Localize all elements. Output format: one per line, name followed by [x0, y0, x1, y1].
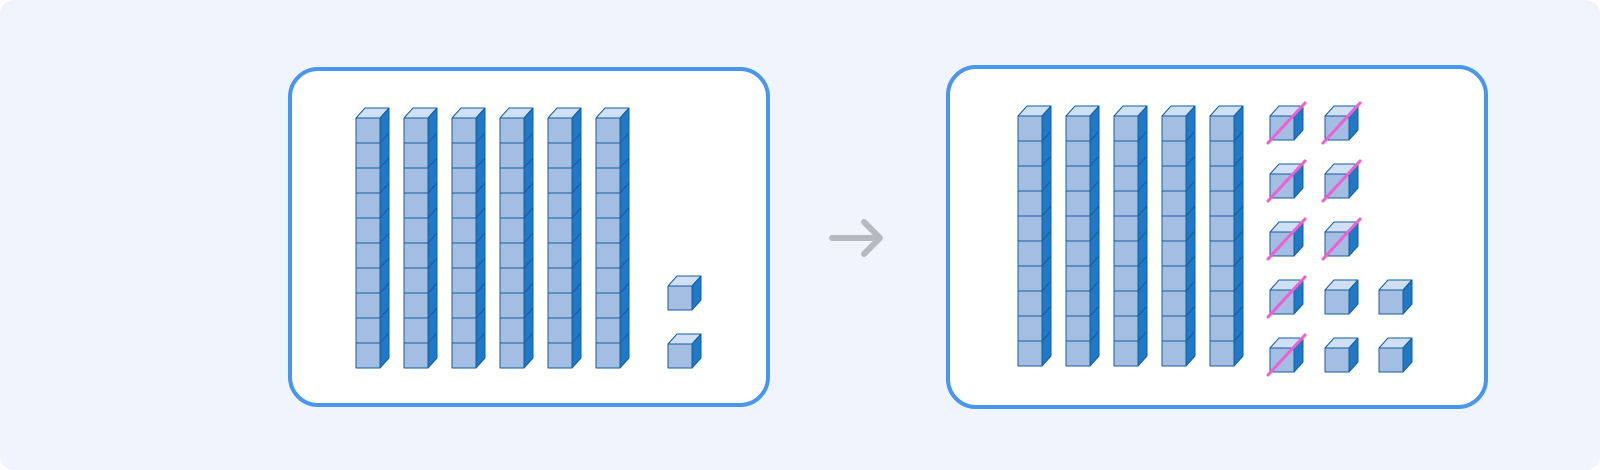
ten-block-icon: [1065, 105, 1100, 367]
ten-block-icon: [595, 107, 630, 369]
ten-block-icon: [499, 107, 534, 369]
unit-cube-icon: [1324, 337, 1359, 373]
ten-block-icon: [1017, 105, 1052, 367]
strike-line-icon: [1266, 101, 1307, 145]
before-blocks: [355, 107, 702, 369]
strike-line-icon: [1266, 159, 1307, 203]
unit-cube-icon: [1378, 279, 1413, 315]
unit-cube-icon: [1321, 217, 1362, 261]
unit-cube-icon: [667, 333, 702, 369]
unit-cube-icon: [1266, 333, 1307, 377]
arrow-right-icon: [829, 219, 883, 257]
ten-block-icon: [1209, 105, 1244, 367]
strike-line-icon: [1321, 101, 1362, 145]
ten-block-icon: [451, 107, 486, 369]
unit-cube-icon: [1321, 159, 1362, 203]
ten-block-icon: [355, 107, 390, 369]
unit-cube-icon: [1266, 101, 1307, 145]
strike-line-icon: [1266, 333, 1307, 377]
before-regrouping-panel: [288, 67, 770, 407]
strike-line-icon: [1321, 159, 1362, 203]
after-blocks: [1017, 101, 1413, 377]
ten-block-icon: [547, 107, 582, 369]
unit-cube-icon: [1321, 101, 1362, 145]
unit-cube-icon: [1324, 279, 1359, 315]
strike-line-icon: [1266, 217, 1307, 261]
ten-block-icon: [1113, 105, 1148, 367]
unit-cube-icon: [1266, 217, 1307, 261]
strike-line-icon: [1321, 217, 1362, 261]
after-regrouping-panel: [946, 65, 1488, 409]
unit-cube-icon: [1378, 337, 1413, 373]
unit-cube-icon: [1266, 159, 1307, 203]
strike-line-icon: [1266, 275, 1307, 319]
unit-cube-icon: [1266, 275, 1307, 319]
ten-block-icon: [1161, 105, 1196, 367]
ten-block-icon: [403, 107, 438, 369]
unit-cube-icon: [667, 275, 702, 311]
